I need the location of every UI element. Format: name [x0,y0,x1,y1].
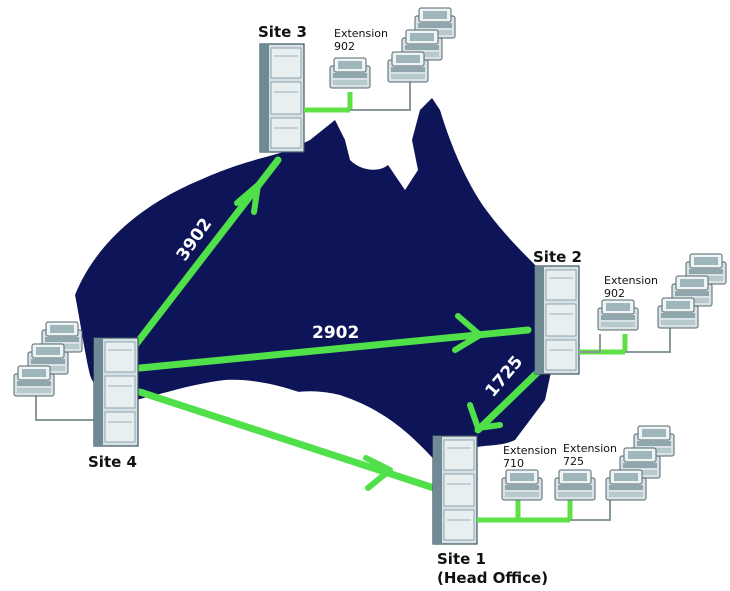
site1-ext-b-label: Extension [563,442,617,455]
site1-phone-ext-710 [501,469,543,501]
site1-ext-b-number: 725 [563,455,584,468]
link-site2-site1 [474,366,544,434]
route-label-2902: 2902 [312,323,359,343]
arrow-to-site1-from-site2 [467,402,503,431]
link-site4-site2 [136,326,532,372]
australia-map [75,98,560,470]
site2-pbx [534,265,580,375]
arrowheads [234,182,503,491]
site3-pbx [259,43,305,153]
site2-ext-label: Extension [604,274,658,287]
site1-ext-a-label: Extension [503,444,557,457]
site3-label: Site 3 [258,23,307,41]
site4-label: Site 4 [88,453,137,471]
site3-phone-ext [329,57,371,89]
arrow-to-site1 [363,455,393,491]
site3-phone-3 [387,51,429,83]
site3-ext-label: Extension [334,27,388,40]
site2-ext-number: 902 [604,287,625,300]
site2-label: Site 2 [533,248,582,266]
site1-phone-3 [605,469,647,501]
arrow-to-site2 [452,313,483,353]
arrow-to-site3 [234,182,261,215]
site4-ext-line-gray [35,394,96,421]
site2-phone-ext [597,299,639,331]
site3-ext-number: 902 [334,40,355,53]
site1-label: Site 1 [437,550,486,568]
site1-pbx [432,435,478,545]
site1-ext-a-number: 710 [503,457,524,470]
site3-ext-line-gray [350,78,411,111]
site1-ext-line-gray [570,495,611,521]
site4-pbx [93,337,139,447]
site4-phone-3 [13,365,55,397]
site1-label-line2: (Head Office) [437,569,548,587]
site2-phone-3 [657,297,699,329]
bight-shape [225,391,445,475]
site2-ext-line-gray [580,334,601,353]
site2-ext-line-gray-2 [625,328,671,353]
site1-phone-ext-725 [554,469,596,501]
